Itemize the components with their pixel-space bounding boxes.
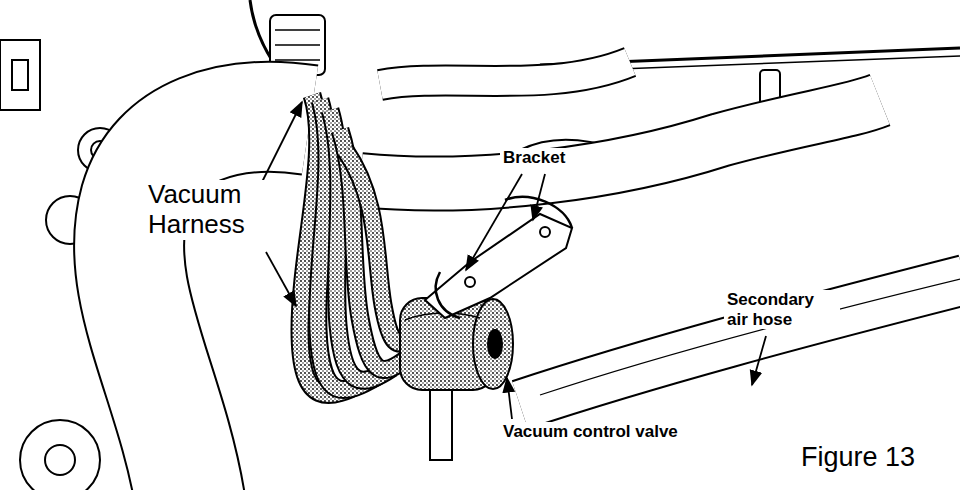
vacuum-harness-tubes (300, 95, 412, 395)
hose-tubes-piece (129, 117, 310, 490)
leader-lines-piece (266, 252, 296, 306)
hose-tubes (129, 62, 960, 490)
hose-tubes-piece (380, 62, 630, 85)
background-parts-piece (45, 445, 75, 475)
hose-tubes-piece (540, 278, 960, 395)
background-parts-piece (20, 420, 100, 490)
vacuum-control-valve-piece (430, 385, 452, 460)
background-parts-piece (12, 60, 28, 90)
hose-tubes-piece (520, 280, 960, 405)
part-label: Vacuum Harness (145, 180, 286, 240)
bracket-part-piece (425, 214, 572, 318)
hose-tubes-piece (129, 117, 310, 490)
part-label: Vacuum control valve (500, 422, 681, 442)
hose-tubes-piece (360, 100, 880, 184)
hose-tubes-piece (380, 62, 630, 85)
leader-lines-piece (507, 378, 512, 419)
part-label: Secondary air hose (724, 290, 840, 329)
hose-tubes-piece (520, 280, 960, 405)
figure-caption: Figure 13 (798, 442, 918, 473)
bracket-part-piece (436, 272, 460, 318)
leader-lines (262, 102, 766, 419)
part-label: Bracket (500, 148, 568, 168)
leader-lines-piece (533, 174, 545, 220)
leader-lines-piece (262, 102, 302, 182)
bracket-part-piece (465, 277, 475, 287)
bracket-part-piece (540, 227, 550, 237)
background-parts-piece (275, 30, 320, 60)
hose-tubes-piece (360, 100, 880, 184)
vacuum-control-valve-piece (473, 299, 513, 389)
leader-lines-piece (752, 336, 766, 385)
vacuum-control-valve-piece (488, 330, 502, 358)
vacuum-control-valve (400, 298, 513, 460)
background-parts-piece (0, 40, 40, 110)
leader-lines-piece (466, 174, 522, 270)
